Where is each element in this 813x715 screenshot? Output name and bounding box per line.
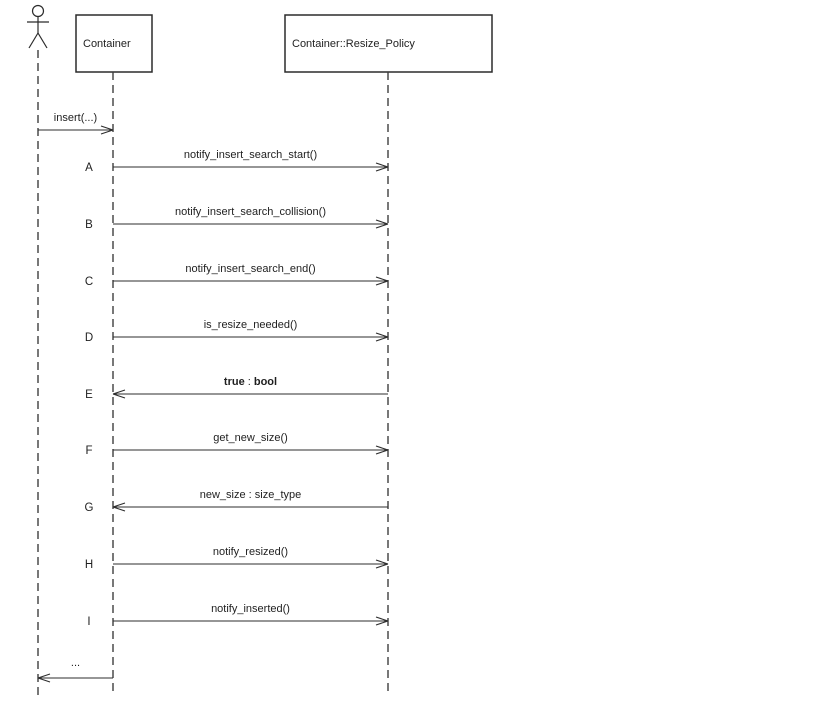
message-A: notify_insert_search_start() A — [85, 149, 389, 174]
arrowhead-icon — [375, 616, 389, 622]
lifelines-layer — [37, 50, 389, 695]
container-box-label: Container — [83, 38, 131, 50]
sequence-letter: D — [85, 332, 93, 344]
arrowhead-icon — [375, 276, 389, 282]
arrowhead-icon — [375, 563, 389, 569]
message-label: get_new_size() — [213, 432, 288, 444]
arrowhead-icon — [37, 673, 51, 679]
arrowhead-icon — [375, 166, 389, 172]
sequence-letter: I — [87, 616, 90, 628]
messages-layer: insert(...) notify_insert_search_start() A… — [37, 112, 389, 683]
sequence-letter: H — [85, 559, 93, 571]
arrowhead-icon — [112, 502, 126, 508]
message-label: ... — [71, 657, 80, 669]
arrowhead-icon — [375, 280, 389, 286]
arrowhead-icon — [375, 162, 389, 168]
resize-policy-box-frame — [284, 14, 493, 73]
arrowhead-icon — [112, 506, 126, 512]
message-H: notify_resized() H — [85, 546, 389, 571]
resize-policy-box-label: Container::Resize_Policy — [292, 38, 415, 50]
message-label: new_size : size_type — [200, 489, 302, 501]
message-label: notify_insert_search_end() — [185, 263, 315, 275]
message-label: true : bool — [224, 376, 277, 388]
message-label: notify_inserted() — [211, 603, 290, 615]
sequence-letter: E — [85, 389, 93, 401]
sequence-letter: F — [85, 445, 92, 457]
actor-head — [31, 4, 45, 18]
message-label: notify_insert_search_collision() — [175, 206, 326, 218]
message-0: insert(...) — [38, 112, 114, 135]
message-B: notify_insert_search_collision() B — [85, 206, 389, 231]
actor-icon — [27, 4, 49, 49]
container-box-frame — [75, 14, 153, 73]
object-box-resize-policy: Container::Resize_Policy — [284, 14, 493, 73]
arrowhead-icon — [375, 219, 389, 225]
message-label: notify_resized() — [213, 546, 288, 558]
message-label: insert(...) — [54, 112, 97, 124]
actor-leg-left — [28, 32, 39, 49]
object-box-container: Container — [75, 14, 153, 73]
message-F: get_new_size() F — [85, 432, 389, 457]
sequence-letter: A — [85, 162, 93, 174]
sequence-letter: B — [85, 219, 93, 231]
arrowhead-icon — [100, 125, 114, 131]
arrowhead-icon — [375, 445, 389, 451]
arrowhead-icon — [375, 336, 389, 342]
arrowhead-icon — [37, 677, 51, 683]
arrowhead-icon — [375, 620, 389, 626]
message-C: notify_insert_search_end() C — [85, 263, 389, 288]
arrowhead-icon — [375, 559, 389, 565]
arrowhead-icon — [100, 129, 114, 135]
sequence-letter: G — [85, 502, 94, 514]
actor-leg-right — [37, 32, 48, 49]
arrowhead-icon — [375, 223, 389, 229]
message-label: is_resize_needed() — [204, 319, 298, 331]
arrowhead-icon — [375, 332, 389, 338]
message-10: ... — [37, 657, 113, 683]
arrowhead-icon — [112, 393, 126, 399]
arrowhead-icon — [375, 449, 389, 455]
arrowhead-icon — [112, 389, 126, 395]
message-label: notify_insert_search_start() — [184, 149, 317, 161]
sequence-letter: C — [85, 276, 93, 288]
message-D: is_resize_needed() D — [85, 319, 389, 344]
message-I: notify_inserted() I — [87, 603, 389, 628]
